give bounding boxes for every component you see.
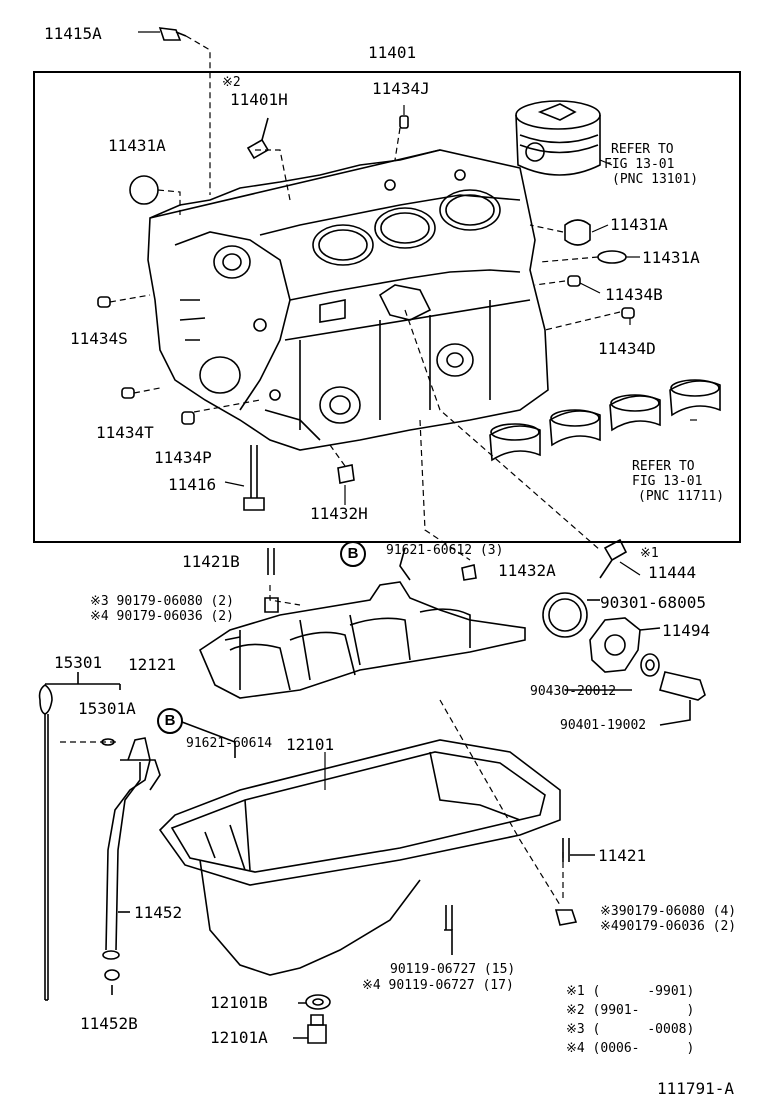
label-11431A-right2: 11431A (642, 248, 700, 267)
label-91621-60612: 91621-60612 (3) (386, 543, 504, 558)
plug-11431A-left (129, 175, 159, 205)
label-91621-60614: 91621-60614 (186, 736, 273, 751)
label-11421: 11421 (598, 846, 647, 865)
figure-id: 111791-A (657, 1079, 735, 1098)
label-note1-sensor: ※1 (640, 546, 659, 561)
oil-baffle-plate (199, 581, 526, 699)
label-12101: 12101 (286, 735, 335, 754)
label-n4-pan: ※490179-06036 (2) (600, 919, 737, 934)
label-11421B: 11421B (182, 552, 240, 571)
label-11452: 11452 (134, 903, 183, 922)
bearings (489, 379, 721, 462)
label-11401: 11401 (368, 43, 417, 62)
label-n4-baffle: ※4 90179-06036 (2) (90, 609, 234, 624)
cylinder-block (147, 149, 549, 451)
label-90401-19002: 90401-19002 (560, 718, 647, 733)
label-11444: 11444 (648, 563, 697, 582)
label-11434T: 11434T (96, 423, 154, 442)
dipstick-guide (102, 737, 161, 960)
label-12101B: 12101B (210, 993, 268, 1012)
label-11434P: 11434P (154, 448, 212, 467)
label-11431A-left: 11431A (108, 136, 166, 155)
circle-b-lower: B (157, 708, 183, 734)
label-11415A: 11415A (44, 24, 102, 43)
label-15301A: 15301A (78, 699, 136, 718)
label-11431A-right1: 11431A (610, 215, 668, 234)
label-11434S: 11434S (70, 329, 128, 348)
dipstick (38, 684, 53, 1001)
label-11416: 11416 (168, 475, 217, 494)
label-11494: 11494 (662, 621, 711, 640)
label-refer-bearing-2: FIG 13-01 (632, 474, 703, 489)
legend-note3: ※3 ( -0008) (566, 1022, 695, 1037)
oil-pump-11494 (589, 617, 661, 673)
label-note2-top: ※2 (222, 75, 241, 90)
circle-b-upper: B (340, 541, 366, 567)
label-90119-a: 90119-06727 (15) (390, 962, 516, 977)
label-refer-bearing-1: REFER TO (632, 459, 695, 474)
label-90301-68005: 90301-68005 (600, 593, 706, 612)
label-refer-piston-1: REFER TO (611, 142, 674, 157)
label-11432A: 11432A (498, 561, 556, 580)
label-12101A: 12101A (210, 1028, 268, 1047)
label-refer-piston-3: (PNC 13101) (612, 172, 699, 187)
label-11434B: 11434B (605, 285, 663, 304)
label-refer-bearing-3: (PNC 11711) (638, 489, 725, 504)
label-11452B: 11452B (80, 1014, 138, 1033)
label-n3-pan: ※390179-06080 (4) (600, 904, 737, 919)
label-refer-piston-2: FIG 13-01 (604, 157, 675, 172)
legend-note1: ※1 ( -9901) (566, 984, 695, 999)
oil-seal (542, 592, 588, 638)
label-11434D: 11434D (598, 339, 656, 358)
legend-note2: ※2 (9901- ) (566, 1003, 695, 1018)
label-11432H: 11432H (310, 504, 368, 523)
label-90119-b: ※4 90119-06727 (17) (362, 978, 514, 993)
legend-note4: ※4 (0006- ) (566, 1041, 695, 1056)
label-11434J: 11434J (372, 79, 430, 98)
label-12121: 12121 (128, 655, 177, 674)
sensor-11444 (599, 538, 628, 579)
oil-pan (158, 739, 561, 976)
label-15301: 15301 (54, 653, 103, 672)
piston (515, 100, 601, 176)
label-11401H: 11401H (230, 90, 288, 109)
engine-block-frame (33, 71, 741, 543)
label-n3-baffle: ※3 90179-06080 (2) (90, 594, 234, 609)
label-90430-20012: 90430-20012 (530, 684, 617, 699)
